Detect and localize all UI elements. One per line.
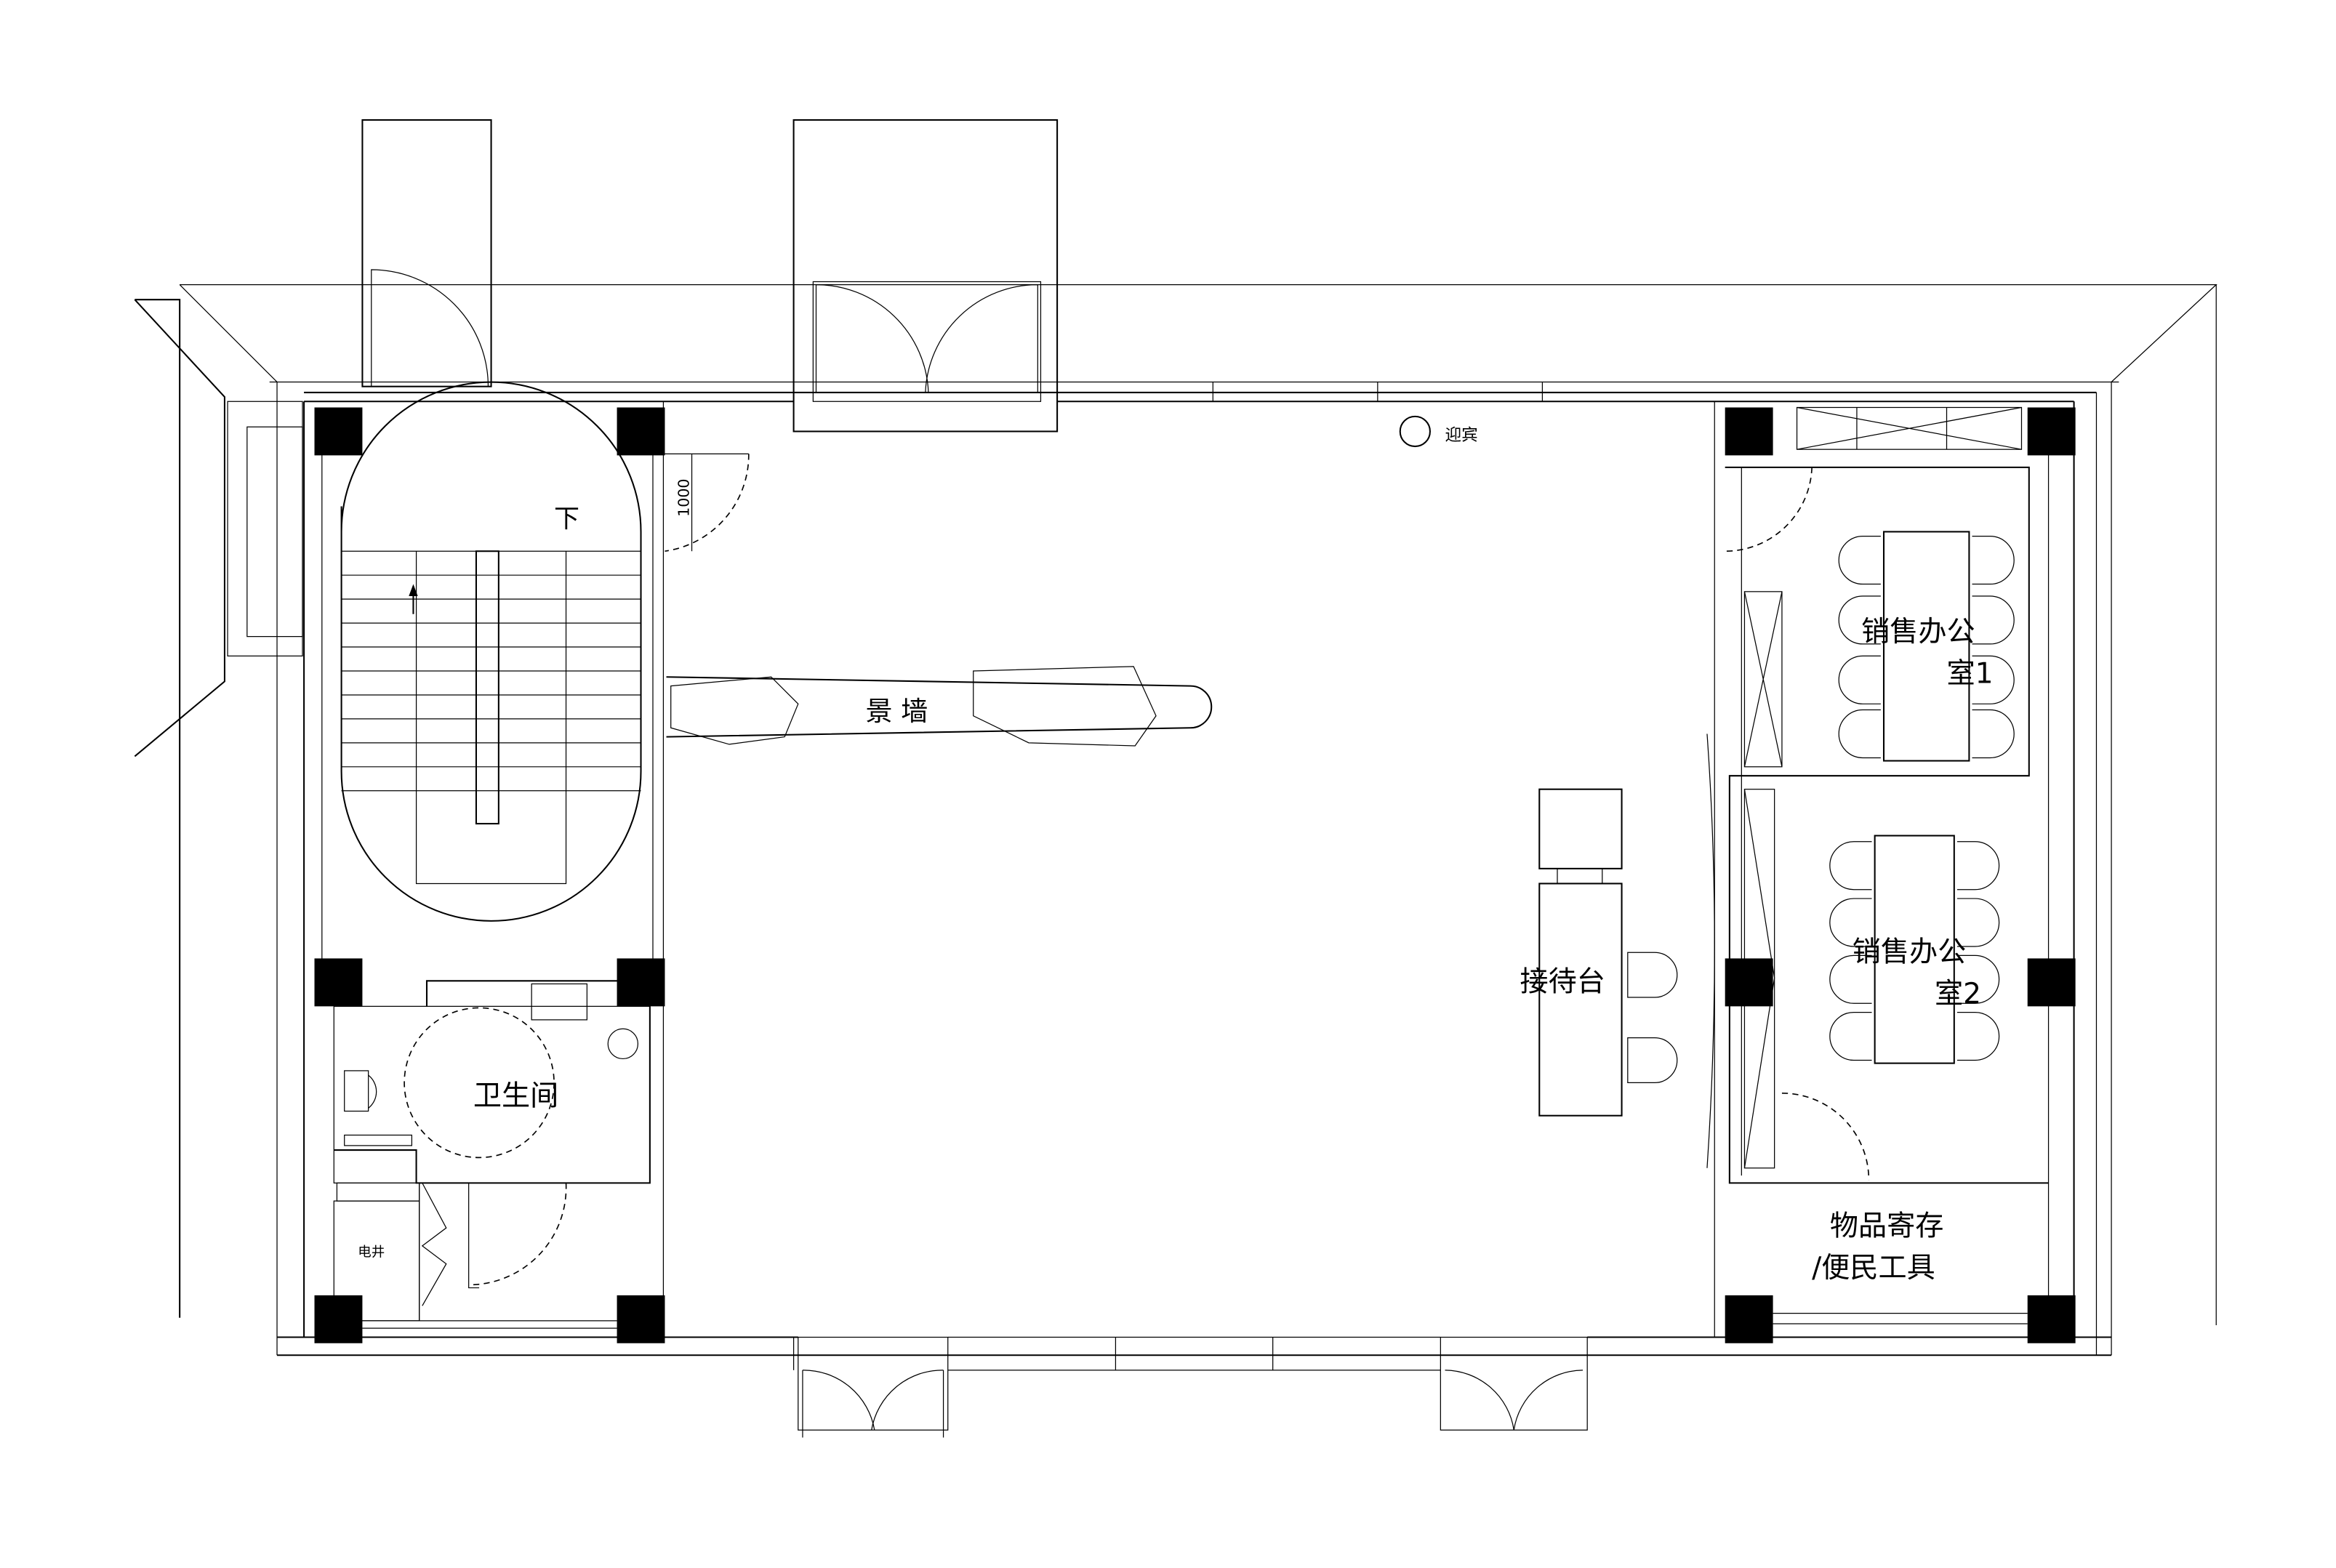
dimension-text: 1000 bbox=[675, 478, 692, 516]
chair bbox=[1838, 595, 1881, 645]
storage-label-line1: 物品寄存 bbox=[1830, 1210, 1944, 1242]
staircase bbox=[321, 381, 654, 959]
electrical-shaft-label: 电井 bbox=[358, 1245, 385, 1260]
chair bbox=[1829, 841, 1872, 890]
chair bbox=[1972, 655, 2015, 704]
office2-label-line2: 室2 bbox=[1935, 978, 1981, 1010]
top-entrance-doors[interactable] bbox=[361, 119, 1059, 433]
reception-desk bbox=[1538, 788, 1678, 1117]
stair-down-label: 下 bbox=[554, 504, 579, 534]
restroom bbox=[333, 980, 651, 1202]
chair bbox=[1956, 841, 2000, 890]
restroom-label: 卫生间 bbox=[473, 1079, 558, 1112]
office1-label-line2: 室1 bbox=[1947, 657, 1994, 690]
chair bbox=[1829, 898, 1872, 947]
greeter-marker bbox=[1399, 415, 1431, 448]
structural-columns bbox=[314, 407, 2076, 1343]
outer-outline bbox=[134, 284, 2217, 1356]
main-walls bbox=[277, 382, 2112, 1371]
chair bbox=[1838, 709, 1881, 759]
dimension-1000: 1000 bbox=[665, 453, 750, 552]
chair bbox=[1838, 655, 1881, 704]
chair bbox=[1972, 709, 2015, 759]
chair bbox=[1829, 954, 1872, 1004]
chair bbox=[1972, 595, 2015, 645]
office2-label-line1: 销售办公 bbox=[1853, 936, 1967, 969]
feature-wall-label: 景 墙 bbox=[865, 696, 928, 727]
chair bbox=[1972, 536, 2015, 585]
chair bbox=[1956, 1011, 2000, 1061]
reception-label: 接待台 bbox=[1520, 966, 1605, 999]
chair bbox=[1829, 1011, 1872, 1061]
office1-label-line1: 销售办公 bbox=[1861, 616, 1975, 648]
electrical-shaft bbox=[333, 1183, 617, 1329]
chair bbox=[1956, 954, 2000, 1004]
feature-wall bbox=[666, 666, 1213, 747]
chair bbox=[1838, 536, 1881, 585]
bottom-entrance-doors[interactable] bbox=[798, 1336, 1588, 1438]
chair bbox=[1956, 898, 2000, 947]
sales-offices bbox=[1706, 406, 2050, 1333]
greeter-label: 迎宾 bbox=[1445, 426, 1478, 445]
storage-label-line2: /便民工具 bbox=[1812, 1252, 1935, 1284]
